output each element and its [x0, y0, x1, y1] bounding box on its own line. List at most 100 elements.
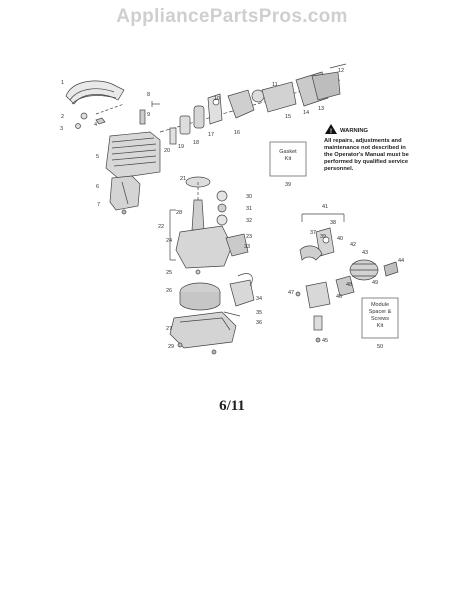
callout-15: 15 [285, 114, 291, 120]
module-kit-ref: 50 [377, 344, 383, 350]
callout-8: 8 [147, 92, 150, 98]
callout-19: 19 [178, 144, 184, 150]
screw-29 [177, 342, 183, 348]
fuel-tank-27 [169, 311, 237, 349]
carburetor-16 [227, 89, 255, 119]
callout-33: 33 [244, 244, 250, 250]
callout-45: 45 [322, 338, 328, 344]
callout-47: 47 [288, 290, 294, 296]
screw-8 [151, 101, 160, 107]
callout-1: 1 [61, 80, 64, 86]
spacer-9 [139, 109, 146, 125]
callout-25: 25 [166, 270, 172, 276]
warning-line-2: maintenance not described in [324, 145, 406, 151]
module-kit-line-1: Module [371, 302, 389, 308]
callout-30: 30 [246, 194, 252, 200]
gasket-kit-line-2: Kit [285, 156, 292, 162]
warning-line-1: All repairs, adjustments and [324, 138, 402, 144]
callout-37: 37 [310, 230, 316, 236]
muffler-shield [65, 80, 125, 105]
callout-48: 48 [346, 282, 352, 288]
screw-7 [121, 209, 127, 215]
callout-23: 23 [246, 234, 252, 240]
screw-47 [295, 291, 301, 297]
module-kit-line-3: Screws [371, 316, 389, 322]
cover-13 [311, 71, 341, 101]
gasket-kit-box: Gasket Kit 39 [269, 141, 307, 188]
callout-28: 28 [176, 210, 182, 216]
pulley-48 [299, 245, 323, 261]
part-23 [225, 233, 249, 257]
callout-24: 24 [166, 238, 172, 244]
callout-22: 22 [158, 224, 164, 230]
seal-32 [216, 214, 228, 226]
module-kit-line-2: Spacer & [369, 309, 392, 315]
callout-3: 3 [60, 126, 63, 132]
callout-39: 39 [320, 234, 326, 240]
callout-labels: 1 2 3 4 5 6 7 8 9 10 11 12 13 14 15 16 1… [60, 68, 404, 350]
screw-25 [195, 269, 201, 275]
cap-44 [383, 261, 399, 277]
module-kit-box: Module Spacer & Screws Kit 50 [361, 297, 399, 350]
spring-39 [322, 236, 330, 244]
cylinder-head [105, 131, 161, 179]
callout-14: 14 [303, 110, 309, 116]
gasket-kit-ref: 39 [285, 182, 291, 188]
callout-12: 12 [338, 68, 344, 74]
screw-45 [315, 337, 321, 343]
callout-13: 13 [318, 106, 324, 112]
bearing-30 [216, 190, 228, 202]
callout-10: 10 [214, 96, 220, 102]
part-49 [335, 275, 355, 297]
watermark: AppliancePartsPros.com [116, 6, 348, 27]
callout-40: 40 [337, 236, 343, 242]
callout-27: 27 [166, 326, 172, 332]
callout-49: 49 [372, 280, 378, 286]
callout-18: 18 [193, 140, 199, 146]
part-18 [193, 105, 205, 129]
gasket-kit-line-1: Gasket [279, 149, 297, 155]
callout-21: 21 [180, 176, 186, 182]
warning-title: WARNING [340, 128, 369, 134]
screws-2-3-4 [75, 103, 125, 129]
svg-text:!: ! [330, 129, 332, 135]
callout-43: 43 [362, 250, 368, 256]
callout-5: 5 [96, 154, 99, 160]
callout-7: 7 [97, 202, 100, 208]
ignition-module-34 [229, 279, 255, 307]
callout-38: 38 [330, 220, 336, 226]
callout-35: 35 [256, 310, 262, 316]
callout-16: 16 [234, 130, 240, 136]
washer-10 [212, 98, 220, 106]
crankcase-24 [175, 225, 233, 269]
ring-31 [217, 203, 227, 213]
warning-note: ! WARNING All repairs, adjustments and m… [324, 124, 410, 172]
callout-11: 11 [272, 82, 278, 88]
callout-46: 46 [336, 294, 342, 300]
warning-line-5: personnel. [324, 166, 354, 172]
callout-2: 2 [61, 114, 64, 120]
callout-4: 4 [94, 122, 97, 128]
warning-line-3: the Operator's Manual must be [324, 152, 410, 158]
callout-42: 42 [350, 242, 356, 248]
callout-9: 9 [147, 112, 150, 118]
callout-31: 31 [246, 206, 252, 212]
callout-32: 32 [246, 218, 252, 224]
air-filter-housing [109, 175, 141, 211]
warning-line-4: performed by qualified service [324, 159, 409, 165]
part-15 [261, 81, 297, 113]
gasket-19 [179, 115, 191, 135]
page-number: 6/11 [219, 398, 245, 414]
bracket-41 [301, 213, 345, 222]
callout-36: 36 [256, 320, 262, 326]
wire-35 [223, 311, 241, 317]
screw-12 [329, 63, 347, 69]
module-kit-line-4: Kit [377, 323, 384, 329]
callout-29: 29 [168, 344, 174, 350]
callout-20: 20 [164, 148, 170, 154]
callout-6: 6 [96, 184, 99, 190]
callout-41: 41 [322, 204, 328, 210]
part-20 [169, 127, 177, 145]
housing-46 [305, 281, 331, 309]
